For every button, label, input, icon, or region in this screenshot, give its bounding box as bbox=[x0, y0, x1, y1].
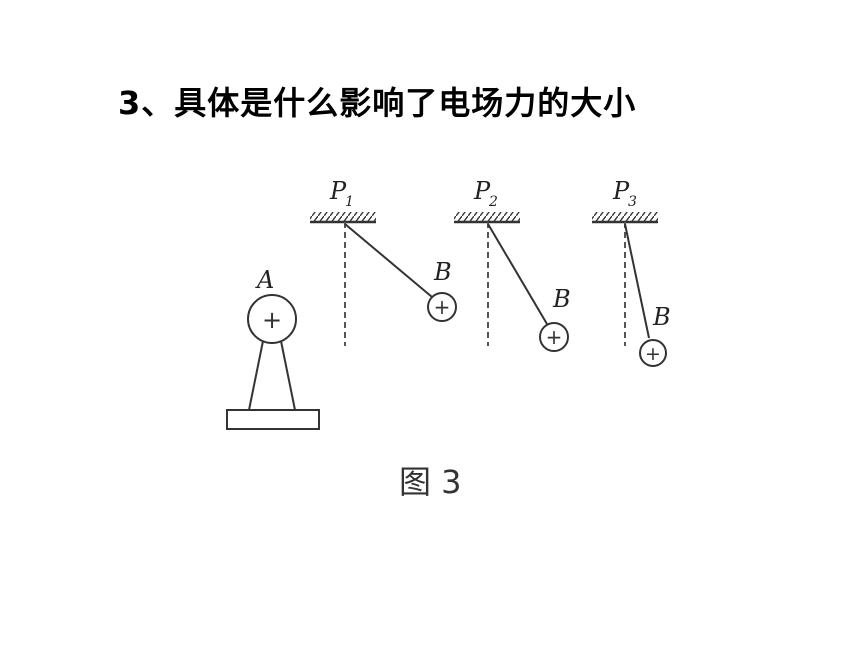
stand-base bbox=[226, 409, 320, 430]
stand-left-leg bbox=[248, 340, 264, 411]
figure-caption: 图 3 bbox=[399, 463, 462, 501]
ball-b-1 bbox=[427, 292, 457, 322]
pivot-p1-subscript: 1 bbox=[345, 194, 354, 210]
pendulum-p2: P 2 + B bbox=[454, 177, 571, 352]
ball-b-2 bbox=[539, 322, 569, 352]
ball-b-2-charge-sign: + bbox=[546, 325, 563, 349]
ceiling-hatch-p1 bbox=[310, 212, 376, 222]
ball-b-2-label: B bbox=[552, 285, 571, 313]
thread-p2 bbox=[487, 223, 548, 325]
pendulum-p1: P 1 + B bbox=[310, 177, 457, 346]
ceiling-hatch-p3 bbox=[592, 212, 658, 222]
ball-b-3 bbox=[639, 339, 667, 367]
ball-b-3-label: B bbox=[652, 303, 671, 331]
charged-sphere-a: A + bbox=[226, 266, 320, 430]
thread-p3 bbox=[624, 223, 650, 339]
pivot-p2-subscript: 2 bbox=[488, 194, 498, 210]
ball-b-1-label: B bbox=[433, 258, 452, 286]
sphere-a-label: A bbox=[255, 266, 274, 294]
sphere-a-ball bbox=[247, 294, 297, 344]
ball-b-1-charge-sign: + bbox=[434, 295, 451, 319]
slide-title: 3、具体是什么影响了电场力的大小 bbox=[118, 84, 637, 122]
pivot-p3-label: P bbox=[612, 177, 630, 205]
ceiling-hatch-p2 bbox=[454, 212, 520, 222]
pivot-p3-subscript: 3 bbox=[628, 194, 637, 210]
thread-p1 bbox=[344, 223, 433, 298]
stand-right-leg bbox=[280, 340, 296, 411]
pendulum-p3: P 3 + B bbox=[592, 177, 671, 367]
pivot-p2-label: P bbox=[473, 177, 491, 205]
sphere-a-charge-sign: + bbox=[262, 306, 282, 334]
pivot-p1-label: P bbox=[329, 177, 347, 205]
ball-b-3-charge-sign: + bbox=[645, 343, 661, 365]
